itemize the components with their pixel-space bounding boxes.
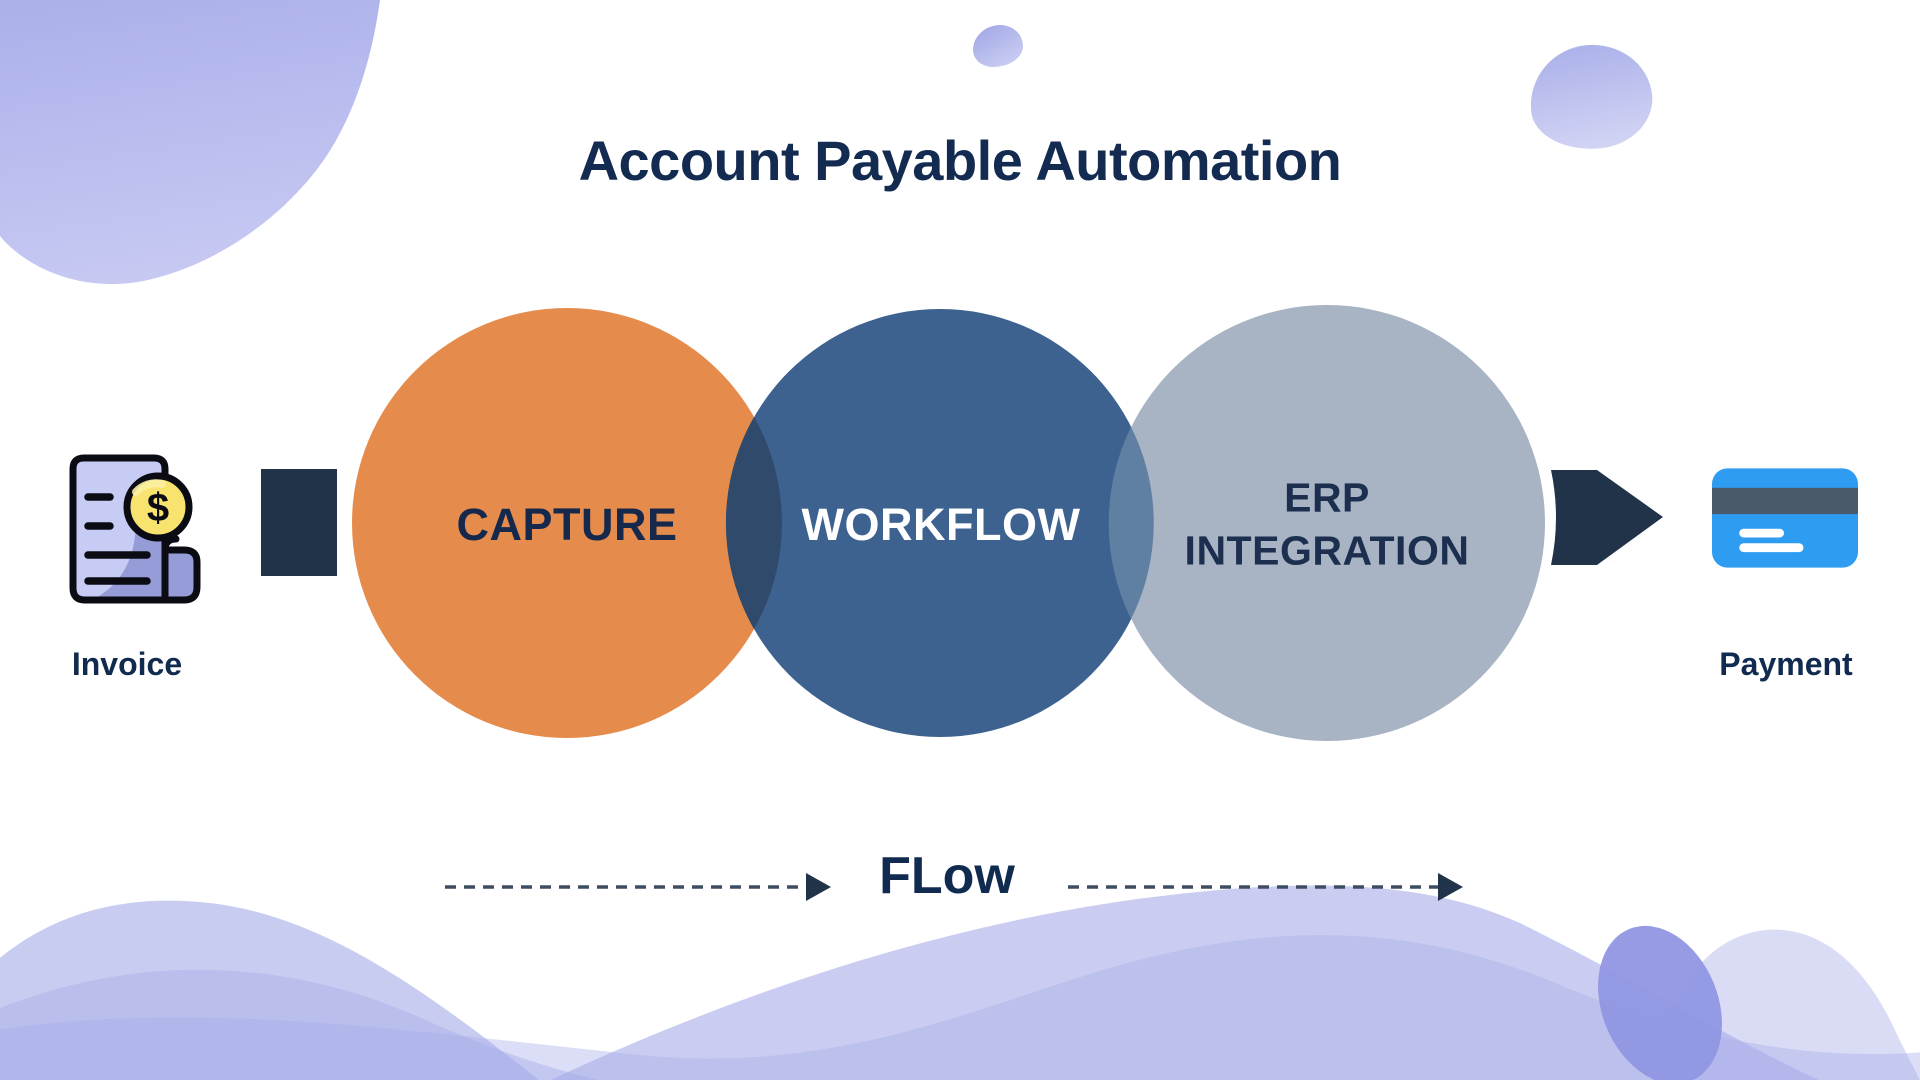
dollar-coin-icon bbox=[123, 472, 193, 542]
wave-right-hill bbox=[550, 885, 1819, 1080]
erp-line-2: INTEGRATION bbox=[1184, 528, 1470, 574]
card-line-1 bbox=[1739, 528, 1785, 538]
invoice-text-lines bbox=[84, 493, 151, 585]
bottom-waves bbox=[0, 885, 1920, 1080]
stage-label-workflow: WORKFLOW bbox=[801, 499, 1081, 550]
erp-circle bbox=[1109, 305, 1545, 741]
payment-label: Payment bbox=[1719, 646, 1853, 682]
capture-workflow-overlap bbox=[725, 417, 782, 629]
capture-circle bbox=[352, 308, 782, 738]
stage-label-erp-integration: ERP INTEGRATION bbox=[1185, 472, 1470, 579]
invoice-curl bbox=[161, 546, 201, 604]
workflow-erp-overlap bbox=[1108, 427, 1154, 619]
stage-label-capture: CAPTURE bbox=[456, 499, 678, 550]
connector-bar bbox=[261, 469, 337, 576]
wave-dark-blob bbox=[1598, 925, 1722, 1080]
small-blob-icon bbox=[973, 25, 1023, 67]
invoice-label: Invoice bbox=[71, 646, 183, 682]
card-body bbox=[1712, 468, 1858, 568]
workflow-circle bbox=[726, 309, 1154, 737]
page-title: Account Payable Automation bbox=[578, 129, 1342, 192]
card-stripe bbox=[1712, 487, 1858, 515]
card-line-2 bbox=[1739, 543, 1804, 553]
flow-arrow-right bbox=[1068, 873, 1463, 901]
flow-label: FLow bbox=[879, 847, 1015, 905]
wave-left-hill bbox=[0, 900, 539, 1080]
invoice-icon: $ bbox=[58, 450, 203, 610]
erp-line-1: ERP bbox=[1284, 474, 1370, 521]
arrow-right-icon bbox=[1551, 470, 1663, 565]
credit-card-icon bbox=[1712, 468, 1858, 568]
dollar-glyph: $ bbox=[147, 486, 169, 530]
flow-arrow-left bbox=[445, 873, 831, 901]
